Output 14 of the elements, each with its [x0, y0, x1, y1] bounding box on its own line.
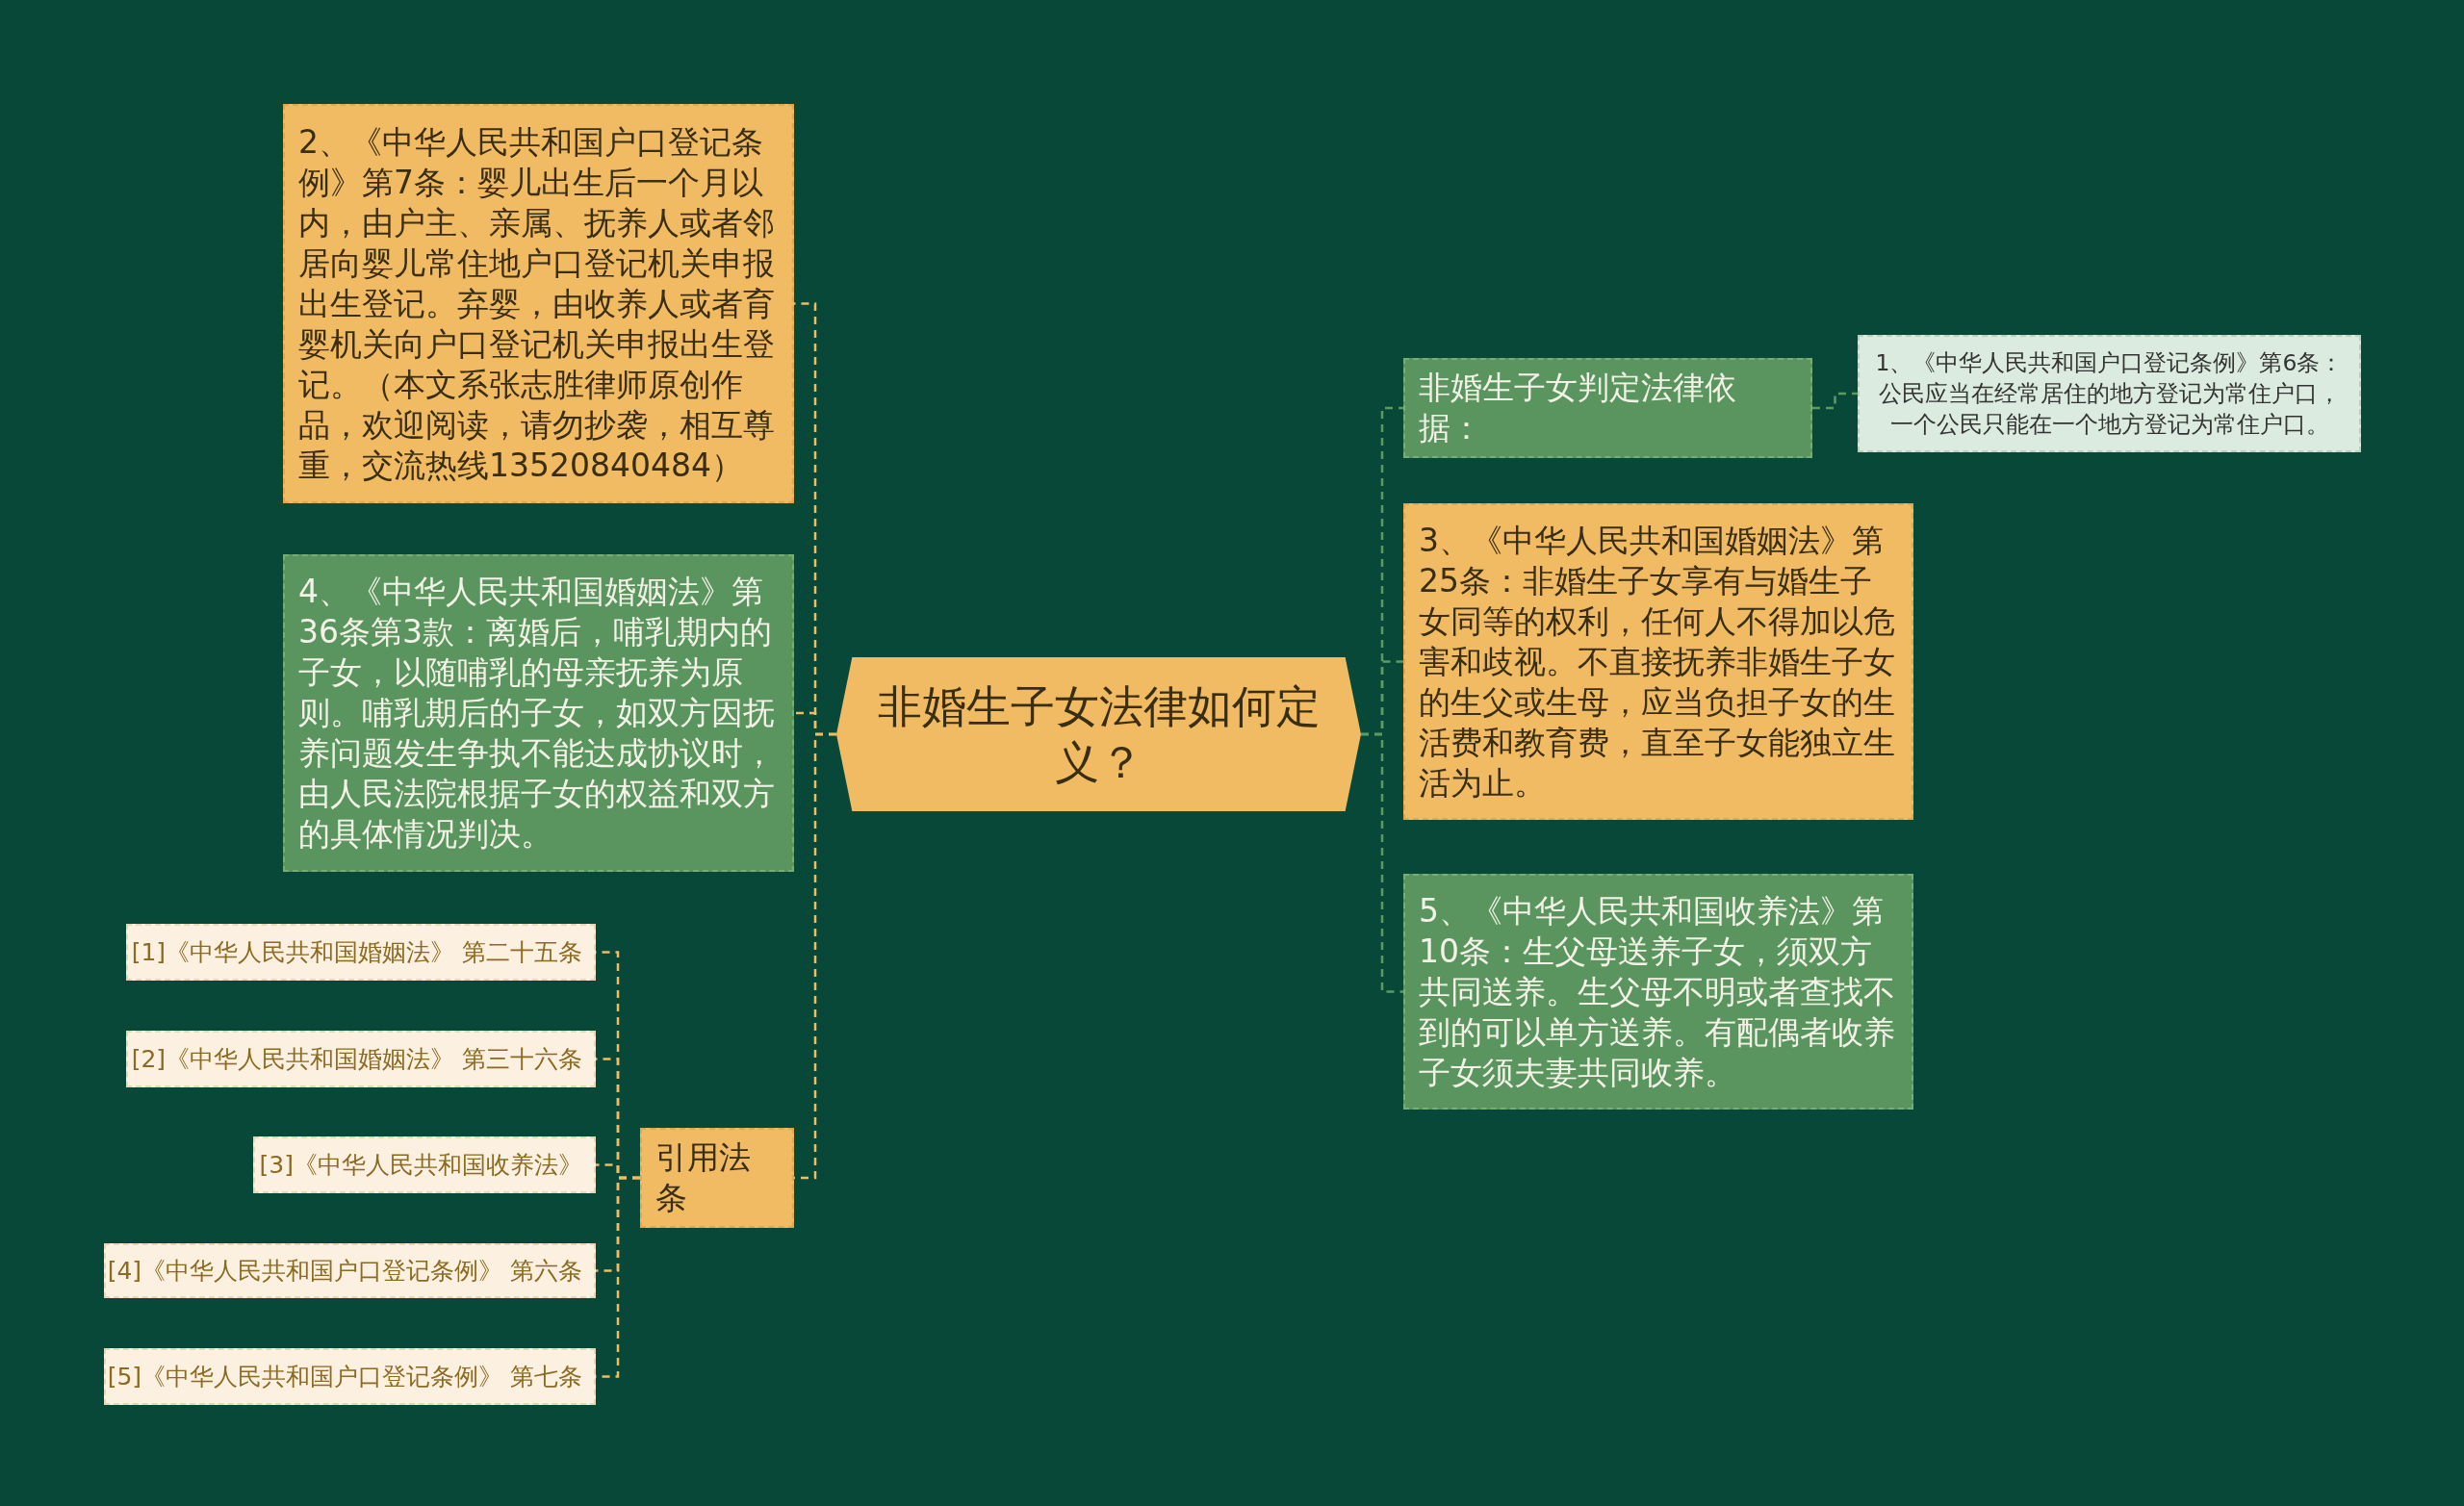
reference-box: [4]《中华人民共和国户口登记条例》 第六条	[104, 1243, 596, 1298]
connector-line	[1812, 392, 1858, 410]
topic-box: 2、《中华人民共和国户口登记条例》第7条：婴儿出生后一个月以内，由户主、亲属、抚养人或者邻居向婴儿常住地户口登记机关申报出生登记。弃婴，由收养人或者育婴机关向户口登记机关申报出生登记。（本文系张志胜律师原创作品，欢迎阅读，请勿抄袭，相互尊重，交流热线13520840484）	[283, 104, 794, 503]
connector-line	[1361, 732, 1403, 993]
topic-box: 引用法条	[640, 1128, 794, 1228]
topic-box: 非婚生子女判定法律依据：	[1403, 358, 1812, 458]
topic-box: 3、《中华人民共和国婚姻法》第25条：非婚生子女享有与婚生子女同等的权利，任何人不得加以危害和歧视。不直接抚养非婚生子女的生父或生母，应当负担子女的生活费和教育费，直至子女能独立生活为止。	[1403, 503, 1913, 820]
topic-box: 5、《中华人民共和国收养法》第10条：生父母送养子女，须双方共同送养。生父母不明或者查找不到的可以单方送养。有配偶者收养子女须夫妻共同收养。	[1403, 874, 1913, 1110]
reference-box: [5]《中华人民共和国户口登记条例》 第七条	[104, 1348, 596, 1405]
note-box: 1、《中华人民共和国户口登记条例》第6条：公民应当在经常居住的地方登记为常住户口，一个公民只能在一个地方登记为常住户口。	[1858, 335, 2361, 452]
topic-box: 4、《中华人民共和国婚姻法》第36条第3款：离婚后，哺乳期内的子女，以随哺乳的母亲抚养为原则。哺乳期后的子女，如双方因抚养问题发生争执不能达成协议时，由人民法院根据子女的权益和双方的具体情况判决。	[283, 554, 794, 872]
reference-box: [2]《中华人民共和国婚姻法》 第三十六条	[126, 1031, 596, 1087]
reference-box: [3]《中华人民共和国收养法》	[253, 1136, 596, 1193]
reference-box: [1]《中华人民共和国婚姻法》 第二十五条	[126, 924, 596, 981]
